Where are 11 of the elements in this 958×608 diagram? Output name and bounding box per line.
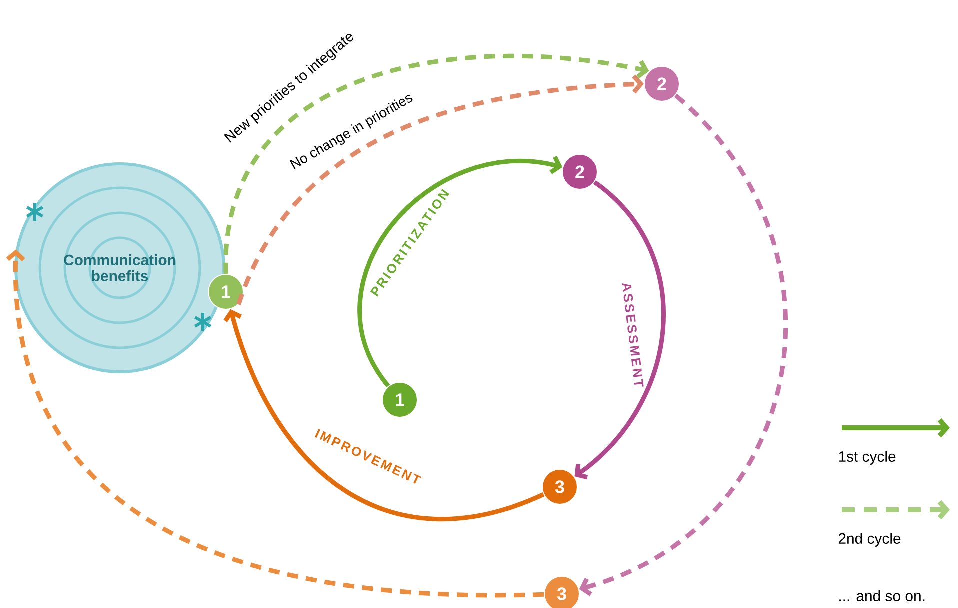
arrow — [579, 94, 788, 596]
arrow — [236, 74, 644, 306]
edge-label: ASSESSMENT — [620, 280, 646, 390]
arrow — [574, 180, 666, 480]
arrow — [6, 250, 544, 598]
arrow — [224, 54, 650, 274]
note-text: ... and so on. — [840, 590, 925, 602]
legend-label: 1st cycle — [839, 451, 896, 465]
arrow — [358, 156, 563, 388]
arrow — [224, 309, 544, 522]
legend-label: 2nd cycle — [838, 533, 901, 547]
